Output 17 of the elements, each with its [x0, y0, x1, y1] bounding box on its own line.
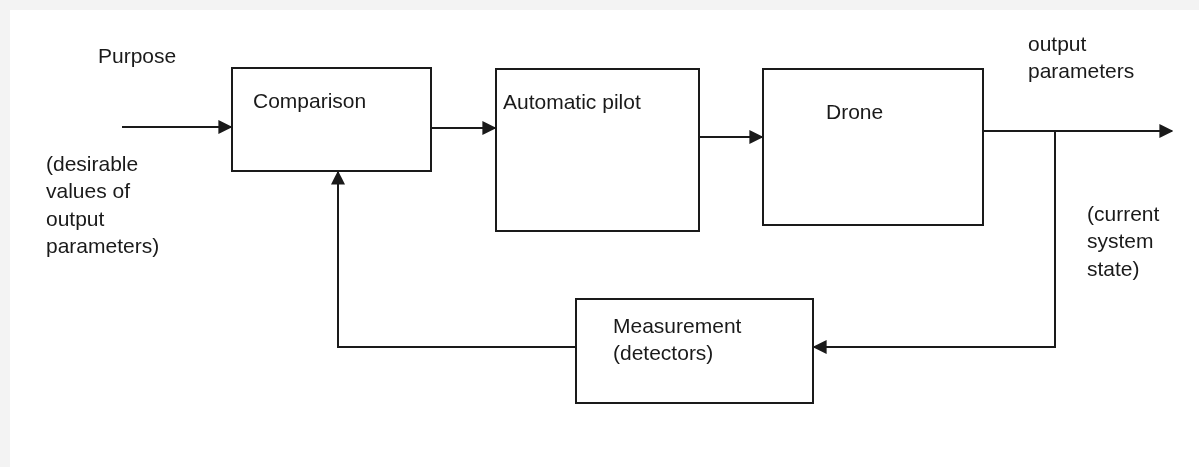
- arrow: [431, 121, 497, 135]
- arrow: [812, 130, 1056, 354]
- annotation-text: (desirable values of output parameters): [46, 151, 161, 259]
- annotation-text: output parameters: [1028, 31, 1136, 85]
- box-label: Drone: [826, 99, 884, 125]
- arrow: [331, 170, 576, 348]
- annotation-text: Purpose: [98, 43, 178, 69]
- annotation-text: (current system state): [1087, 201, 1161, 282]
- process-box: [762, 68, 984, 226]
- arrow: [699, 130, 764, 144]
- arrow: [121, 120, 233, 134]
- process-box: [231, 67, 432, 172]
- box-label: Comparison: [253, 88, 367, 114]
- process-box: [495, 68, 700, 232]
- box-label: Measurement (detectors): [613, 313, 743, 367]
- box-label: Automatic pilot: [503, 89, 641, 115]
- process-box: [575, 298, 814, 404]
